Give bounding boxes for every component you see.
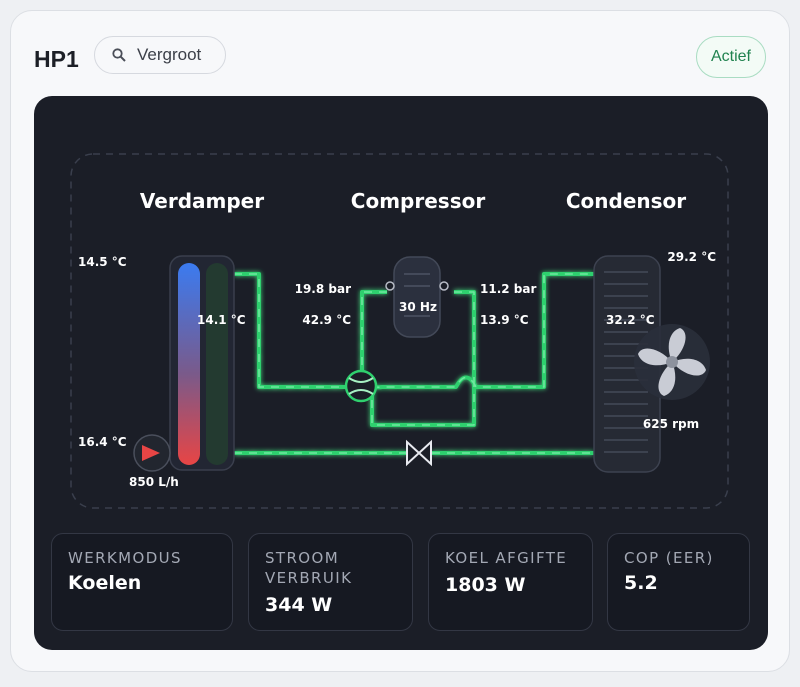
compressor-frequency: 30 Hz xyxy=(399,300,437,314)
low-temp: 13.9 °C xyxy=(480,313,529,327)
stat-label: Werkmodus xyxy=(68,549,182,567)
stat-label: Stroom verbruik xyxy=(265,549,353,587)
zoom-button[interactable]: Vergroot xyxy=(94,36,226,74)
stat-value: 1803 W xyxy=(445,574,526,596)
zoom-button-label: Vergroot xyxy=(137,45,202,64)
pump-icon xyxy=(133,434,171,472)
refrigeration-diagram: Verdamper Compressor Condensor xyxy=(68,153,729,509)
stat-card-cooling: Koel afgifte 1803 W xyxy=(428,533,593,631)
evaporator-water-channel xyxy=(178,263,200,465)
stat-label: Koel afgifte xyxy=(445,549,568,567)
high-pressure: 19.8 bar xyxy=(295,282,351,296)
stat-value: Koelen xyxy=(68,572,142,594)
compressor-unit xyxy=(385,256,449,338)
fan-speed: 625 rpm xyxy=(643,417,699,431)
compressor-title: Compressor xyxy=(351,189,486,213)
stat-label: COP (EER) xyxy=(624,549,714,567)
expansion-valve-icon xyxy=(406,439,432,467)
evaporator-title: Verdamper xyxy=(140,189,264,213)
stat-card-mode: Werkmodus Koelen xyxy=(51,533,233,631)
condenser-title: Condensor xyxy=(566,189,686,213)
evaporator-refrigerant-channel xyxy=(206,263,228,465)
stat-card-power: Stroom verbruik 344 W xyxy=(248,533,413,631)
status-badge: Actief xyxy=(695,36,766,78)
ambient-temp: 29.2 °C xyxy=(667,250,716,264)
water-inlet-temp: 14.5 °C xyxy=(78,255,127,269)
page-title: HP1 xyxy=(34,46,79,72)
condenser-refrigerant-temp: 32.2 °C xyxy=(606,313,655,327)
heat-pump-card: HP1 Vergroot Actief xyxy=(10,10,790,672)
search-icon xyxy=(112,48,126,62)
high-temp: 42.9 °C xyxy=(302,313,351,327)
evaporator-unit xyxy=(169,255,235,471)
low-pressure: 11.2 bar xyxy=(480,282,536,296)
stat-value: 5.2 xyxy=(624,572,658,594)
diagram-panel: Verdamper Compressor Condensor xyxy=(34,96,768,650)
pump-flow: 850 L/h xyxy=(129,475,179,489)
stat-value: 344 W xyxy=(265,594,333,616)
fan-icon xyxy=(634,324,710,400)
four-way-valve-icon xyxy=(344,369,378,403)
evaporator-refrigerant-temp: 14.1 °C xyxy=(197,313,246,327)
system-boundary xyxy=(70,153,729,509)
stat-card-cop: COP (EER) 5.2 xyxy=(607,533,750,631)
condenser-unit xyxy=(593,255,661,473)
water-outlet-temp: 16.4 °C xyxy=(78,435,127,449)
